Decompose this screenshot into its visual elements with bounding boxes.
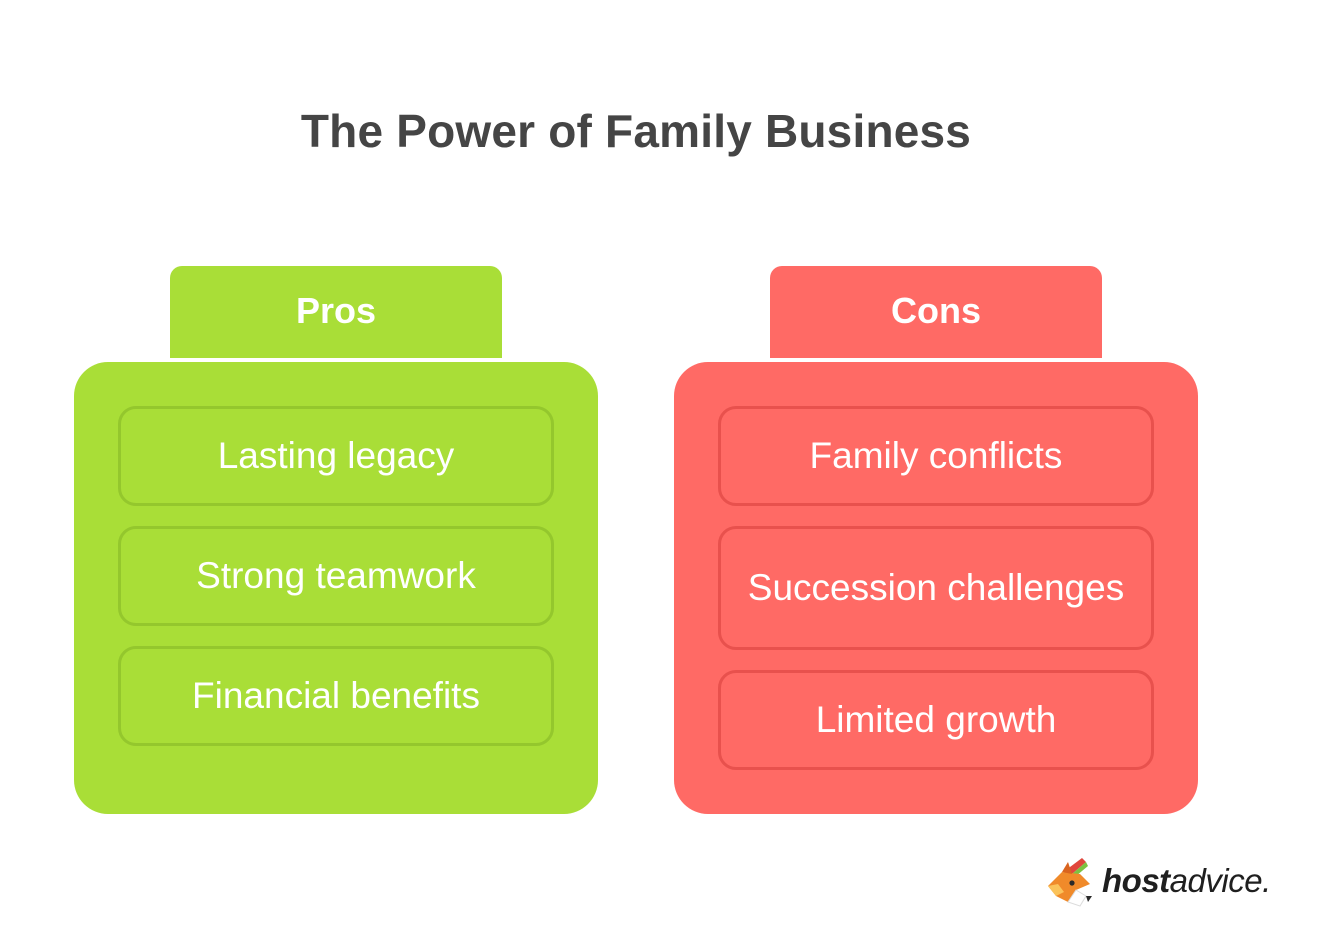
cons-item-family-conflicts: Family conflicts [718,406,1154,506]
hostadvice-wordmark: hostadvice. [1102,862,1271,899]
pros-item-lasting-legacy: Lasting legacy [118,406,554,506]
cons-panel: Family conflicts Succession challenges L… [674,362,1198,814]
diagram-title: The Power of Family Business [300,105,972,157]
fox-mascot-icon [1048,858,1092,907]
cons-column: Cons Family conflicts Succession challen… [674,266,1198,814]
pros-item-financial-benefits: Financial benefits [118,646,554,746]
cons-item-succession-challenges: Succession challenges [718,526,1154,650]
pros-header: Pros [170,266,502,358]
cons-header: Cons [770,266,1102,358]
cons-item-limited-growth: Limited growth [718,670,1154,770]
pros-column: Pros Lasting legacy Strong teamwork Fina… [74,266,598,814]
pros-item-strong-teamwork: Strong teamwork [118,526,554,626]
pros-panel: Lasting legacy Strong teamwork Financial… [74,362,598,814]
hostadvice-logo: hostadvice. [1042,856,1282,910]
